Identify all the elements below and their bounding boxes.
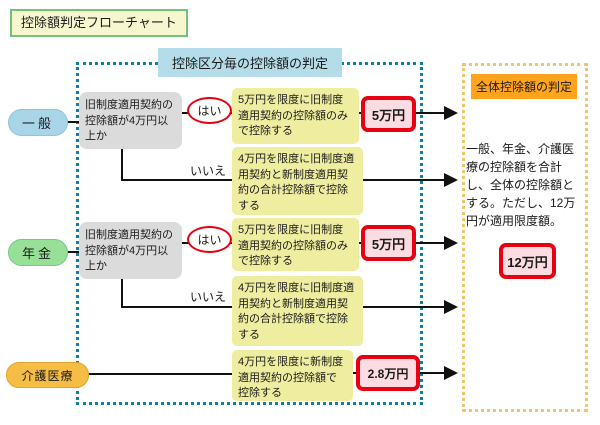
arrow-line-care: [418, 372, 446, 374]
action-box-general-yes: 5万円を限度に旧制度適用契約の控除額のみで控除する: [232, 88, 359, 144]
total-judgment-description: 一般、年金、介護医療の控除額を合計し、全体の控除額とする。ただし、12万円が適用…: [466, 142, 576, 228]
total-judgment-region-border: [462, 63, 588, 412]
connector-general-yes-result: [355, 112, 363, 114]
action-box-care: 4万円を限度に新制度適用契約の控除額で控除する: [232, 350, 353, 401]
yes-badge-general: はい: [187, 97, 232, 124]
connector-pension-pill: [66, 251, 80, 253]
arrowhead-icon-care: [444, 366, 458, 380]
result-box-care: 2.8万円: [356, 355, 420, 391]
result-box-general-yes: 5万円: [361, 96, 416, 132]
arrowhead-icon-pension-no: [444, 300, 458, 314]
connector-care-pill: [87, 373, 232, 375]
action-box-pension-yes: 5万円を限度に旧制度適用契約の控除額のみで控除する: [232, 218, 359, 271]
connector-general-no-drop: [121, 148, 123, 181]
no-label-general: いいえ: [188, 162, 229, 179]
arrowhead-icon-pension-yes: [444, 236, 458, 250]
action-box-general-no: 4万円を限度に旧制度適用契約と新制度適用契約の合計控除額で控除する: [232, 147, 363, 215]
connector-general-no: [121, 179, 232, 181]
connector-care-result: [351, 372, 359, 374]
category-judgment-header: 控除区分毎の控除額の判定: [158, 48, 342, 77]
category-pill-general: 一般: [8, 109, 68, 136]
connector-pension-no-drop: [121, 278, 123, 308]
page-title: 控除額判定フローチャート: [10, 9, 188, 37]
connector-pension-yes-result: [355, 242, 363, 244]
arrow-line-general-no: [363, 179, 446, 181]
arrowhead-icon-general-yes: [444, 106, 458, 120]
yes-badge-pension: はい: [187, 226, 232, 253]
no-label-pension: いいえ: [188, 288, 229, 305]
connector-pension-no: [121, 306, 232, 308]
question-box-pension: 旧制度適用契約の控除額が4万円以上か: [79, 222, 182, 279]
arrow-line-pension-no: [363, 306, 446, 308]
total-judgment-header: 全体控除額の判定: [471, 74, 577, 99]
result-box-total-limit: 12万円: [499, 243, 556, 279]
action-box-pension-no: 4万円を限度に旧制度適用契約と新制度適用契約の合計控除額で控除する: [232, 276, 363, 346]
arrow-line-general-yes: [414, 112, 446, 114]
arrow-line-pension-yes: [414, 242, 446, 244]
category-pill-care: 介護医療: [6, 362, 89, 388]
category-pill-pension: 年金: [8, 239, 68, 266]
connector-general-pill: [66, 121, 80, 123]
result-box-pension-yes: 5万円: [361, 225, 416, 261]
question-box-general: 旧制度適用契約の控除額が4万円以上か: [79, 92, 182, 149]
arrowhead-icon-general-no: [444, 173, 458, 187]
